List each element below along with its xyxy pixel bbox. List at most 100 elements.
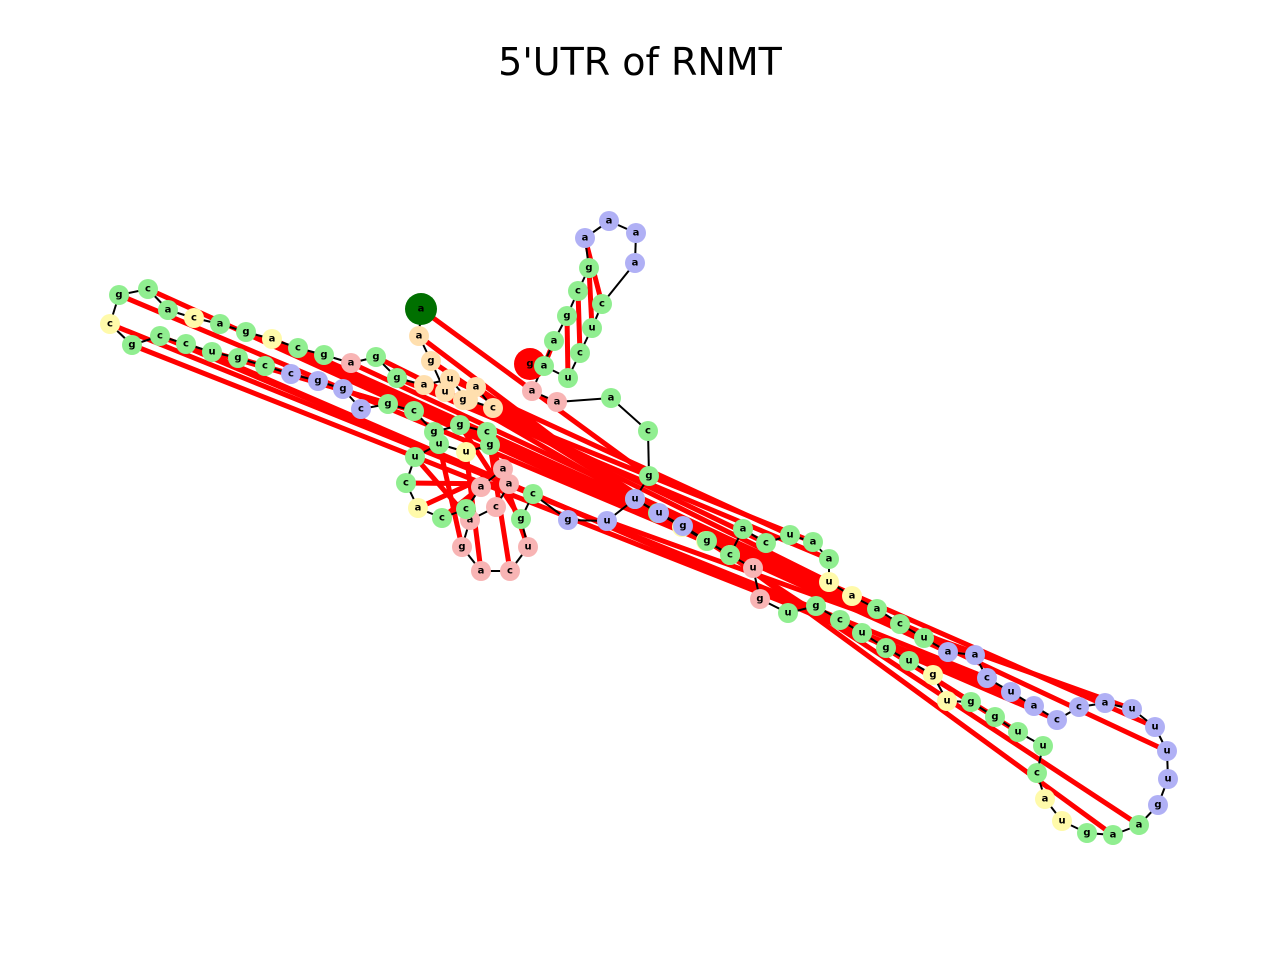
- nucleotide-circle: [1129, 815, 1149, 835]
- nucleotide: a: [466, 377, 486, 397]
- nucleotide-circle: [626, 223, 646, 243]
- nucleotide: g: [378, 394, 398, 414]
- nucleotide: u: [1145, 717, 1165, 737]
- nucleotide: g: [639, 466, 659, 486]
- nucleotide-circle: [579, 258, 599, 278]
- nucleotide: u: [937, 691, 957, 711]
- nucleotide-circle: [547, 392, 567, 412]
- backbone: [109, 220, 1169, 836]
- nucleotide: a: [493, 459, 513, 479]
- nucleotide-circle: [518, 537, 538, 557]
- nucleotide-circle: [1027, 763, 1047, 783]
- nucleotide: c: [756, 533, 776, 553]
- nucleotide-circle: [867, 599, 887, 619]
- nucleotide-label: a: [810, 537, 817, 548]
- nucleotide-label: g: [234, 353, 241, 364]
- nucleotide-circle: [408, 498, 428, 518]
- base-pair-bond: [146, 286, 950, 655]
- nucleotide: u: [778, 603, 798, 623]
- nucleotide-label: g: [459, 395, 466, 406]
- nucleotide: c: [483, 398, 503, 418]
- nucleotide: a: [544, 331, 564, 351]
- nucleotide-circle: [568, 281, 588, 301]
- nucleotide-label: g: [563, 311, 570, 322]
- nucleotide-label: g: [812, 601, 819, 612]
- nucleotide: c: [523, 484, 543, 504]
- nucleotide: u: [852, 623, 872, 643]
- nucleotide-label: a: [826, 554, 833, 565]
- nucleotide: c: [1069, 697, 1089, 717]
- nucleotide-label: g: [320, 350, 327, 361]
- nucleotide: c: [570, 343, 590, 363]
- nucleotide: u: [405, 447, 425, 467]
- nucleotide-circle: [1024, 696, 1044, 716]
- nucleotide-circle: [414, 375, 434, 395]
- nucleotide-label: g: [703, 536, 710, 547]
- nucleotide-circle: [150, 326, 170, 346]
- nucleotide-label: c: [183, 339, 189, 350]
- nucleotide-label: a: [945, 647, 952, 658]
- nucleotide: a: [471, 561, 491, 581]
- nucleotide-circle: [314, 345, 334, 365]
- nucleotide-circle: [523, 484, 543, 504]
- nucleotide: u: [597, 511, 617, 531]
- nucleotide-label: u: [411, 452, 418, 463]
- nucleotide: a: [1095, 693, 1115, 713]
- nucleotide-circle: [673, 516, 693, 536]
- nucleotide-circle: [341, 353, 361, 373]
- nucleotide-circle: [184, 308, 204, 328]
- nucleotide-circle: [638, 421, 658, 441]
- nucleotide: a: [408, 498, 428, 518]
- nucleotide: u: [780, 525, 800, 545]
- nucleotide-label: g: [756, 594, 763, 605]
- nucleotide-circle: [1033, 736, 1053, 756]
- nucleotide-circle: [405, 293, 437, 325]
- nucleotide-label: c: [984, 673, 990, 684]
- nucleotide: g: [421, 351, 441, 371]
- nucleotide-label: u: [564, 373, 571, 384]
- nucleotide-label: u: [1039, 741, 1046, 752]
- nucleotide: g: [314, 345, 334, 365]
- nucleotide: g: [424, 422, 444, 442]
- nucleotide-label: u: [446, 374, 453, 385]
- nucleotide-label: a: [348, 358, 355, 369]
- nucleotide: a: [534, 356, 554, 376]
- nucleotide-label: a: [500, 464, 507, 475]
- nucleotide-circle: [333, 379, 353, 399]
- nucleotide-label: a: [1102, 698, 1109, 709]
- nucleotide-label: c: [507, 566, 513, 577]
- nucleotide-circle: [432, 508, 452, 528]
- nucleotide-label: g: [517, 514, 524, 525]
- nucleotide-circle: [424, 422, 444, 442]
- nucleotide-label: g: [991, 712, 998, 723]
- nucleotide: a: [262, 329, 282, 349]
- nucleotide-circle: [558, 368, 578, 388]
- nucleotide: a: [625, 253, 645, 273]
- nucleotide: u: [743, 558, 763, 578]
- nucleotide: c: [568, 281, 588, 301]
- nucleotide-label: c: [439, 513, 445, 524]
- nucleotide: c: [150, 326, 170, 346]
- nucleotide-circle: [405, 447, 425, 467]
- nucleotide-label: g: [929, 670, 936, 681]
- nucleotide: c: [176, 334, 196, 354]
- nucleotide: a: [341, 353, 361, 373]
- nucleotide: c: [138, 279, 158, 299]
- nucleotide-label: g: [430, 427, 437, 438]
- nucleotide: c: [977, 668, 997, 688]
- nucleotide-circle: [899, 651, 919, 671]
- nucleotide-circle: [100, 314, 120, 334]
- nucleotide-circle: [1148, 795, 1168, 815]
- nucleotide: u: [1052, 811, 1072, 831]
- nucleotide-circle: [876, 638, 896, 658]
- nucleotide-label: u: [905, 656, 912, 667]
- nucleotide: c: [351, 399, 371, 419]
- nucleotide-label: u: [825, 577, 832, 588]
- nucleotide-label: c: [727, 550, 733, 561]
- nucleotide-label: a: [1031, 701, 1038, 712]
- nucleotide-circle: [599, 211, 619, 231]
- nucleotide-label: u: [786, 530, 793, 541]
- nucleotide-circle: [255, 356, 275, 376]
- nucleotide-circle: [1157, 741, 1177, 761]
- nucleotide-label: u: [1128, 704, 1135, 715]
